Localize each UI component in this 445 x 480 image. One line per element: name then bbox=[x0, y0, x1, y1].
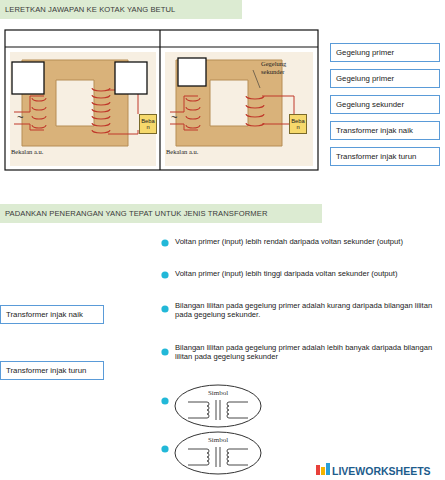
coil-turn bbox=[246, 123, 264, 126]
coil-turn bbox=[92, 109, 110, 112]
coil-turn bbox=[186, 107, 200, 110]
section-band: LERETKAN JAWAPAN KE KOTAK YANG BETUL bbox=[0, 0, 242, 19]
watermark-logo bbox=[316, 463, 330, 475]
coil-turn bbox=[186, 98, 200, 101]
label-text: Bilangan lilitan pada gegelung primer ad… bbox=[175, 343, 441, 361]
text-label: Voltan primer (input) lebih tinggi darip… bbox=[175, 269, 441, 278]
coil-turn bbox=[32, 107, 46, 110]
answer-box: Transformer injak naik bbox=[330, 121, 440, 140]
text-label: Bilangan lilitan pada gegelung primer ad… bbox=[175, 301, 441, 319]
coil-turn bbox=[246, 105, 264, 108]
text-label: Bilangan lilitan pada gegelung primer ad… bbox=[175, 343, 441, 361]
drop-box bbox=[115, 62, 147, 94]
text-label: Voltan primer (input) lebih rendah darip… bbox=[175, 237, 441, 246]
symbol-ellipse bbox=[175, 385, 261, 427]
bullet-dots bbox=[161, 239, 168, 452]
answer-frame bbox=[5, 30, 318, 170]
node-text: Gegelung primer bbox=[336, 48, 434, 57]
label-text: ~ bbox=[171, 111, 183, 124]
node-text: Gegelung primer bbox=[336, 74, 434, 83]
text-label: ~ bbox=[171, 111, 183, 124]
symbol-box: Simbol bbox=[195, 385, 241, 401]
label-text: Gegelung sekunder bbox=[261, 60, 297, 76]
leader-line bbox=[253, 70, 260, 88]
label-text: LIVEWORKSHEETS bbox=[332, 465, 442, 478]
symbol-ellipse bbox=[175, 432, 261, 474]
coil-turn bbox=[186, 125, 200, 128]
secondary-wire bbox=[108, 90, 138, 134]
node-text: Simbol bbox=[195, 389, 241, 397]
coil-turn bbox=[32, 98, 46, 101]
node-text: Transformer injak turun bbox=[6, 366, 98, 375]
node-text: Simbol bbox=[195, 436, 241, 444]
transformer-symbol bbox=[188, 400, 248, 467]
node-text: PADANKAN PENERANGAN YANG TEPAT UNTUK JEN… bbox=[5, 209, 317, 218]
coil-turn bbox=[92, 116, 110, 119]
answer-box: Transformer injak naik bbox=[0, 305, 104, 324]
answer-box: Gegelung primer bbox=[330, 69, 440, 88]
label-text: ~ bbox=[17, 111, 29, 124]
label-text: Bekalan a.u. bbox=[166, 148, 212, 156]
text-label: Gegelung sekunder bbox=[261, 60, 297, 76]
label-text: Bilangan lilitan pada gegelung primer ad… bbox=[175, 301, 441, 319]
text-label: Bekalan a.u. bbox=[11, 148, 57, 156]
frame-divider bbox=[159, 30, 160, 170]
coil-turn bbox=[32, 125, 46, 128]
coil-turn bbox=[92, 88, 110, 91]
coil-turn bbox=[92, 102, 110, 105]
picture-ground bbox=[165, 52, 313, 166]
coil-turn bbox=[32, 116, 46, 119]
node-text: LERETKAN JAWAPAN KE KOTAK YANG BETUL bbox=[5, 5, 237, 14]
section-band: PADANKAN PENERANGAN YANG TEPAT UNTUK JEN… bbox=[0, 204, 322, 223]
node-text: Gegelung sekunder bbox=[336, 100, 434, 109]
picture-ground bbox=[10, 52, 156, 166]
coil-turn bbox=[246, 114, 264, 117]
transformer-symbol bbox=[188, 447, 248, 467]
coil-windings bbox=[186, 96, 264, 128]
coil-turn bbox=[92, 123, 110, 126]
frame-divider bbox=[5, 46, 318, 47]
drop-box bbox=[178, 58, 206, 86]
label-text: Bekalan a.u. bbox=[11, 148, 57, 156]
node-text: Transformer injak naik bbox=[336, 126, 434, 135]
label-text: Beban bbox=[140, 118, 156, 130]
label-text: Voltan primer (input) lebih tinggi darip… bbox=[175, 269, 441, 278]
coil-turn bbox=[186, 116, 200, 119]
load-label: Beban bbox=[139, 114, 157, 134]
answer-box: Gegelung primer bbox=[330, 43, 440, 62]
answer-box: Gegelung sekunder bbox=[330, 95, 440, 114]
label-text: Voltan primer (input) lebih rendah darip… bbox=[175, 237, 441, 246]
node-text: Transformer injak naik bbox=[6, 310, 98, 319]
text-label: ~ bbox=[17, 111, 29, 124]
answer-box: Transformer injak turun bbox=[330, 147, 440, 166]
answer-box: Transformer injak turun bbox=[0, 361, 104, 380]
transformer-symbol bbox=[188, 400, 248, 420]
symbol-box: Simbol bbox=[195, 432, 241, 448]
coil-turn bbox=[92, 95, 110, 98]
drop-box bbox=[12, 62, 44, 94]
label-text: Beban bbox=[290, 118, 306, 130]
coil-turn bbox=[92, 130, 110, 133]
load-label: Beban bbox=[289, 114, 307, 134]
watermark: LIVEWORKSHEETS bbox=[332, 465, 442, 478]
coil-turn bbox=[246, 96, 264, 99]
node-text: Transformer injak turun bbox=[336, 152, 434, 161]
text-label: Bekalan a.u. bbox=[166, 148, 212, 156]
coil-windings bbox=[32, 88, 110, 133]
